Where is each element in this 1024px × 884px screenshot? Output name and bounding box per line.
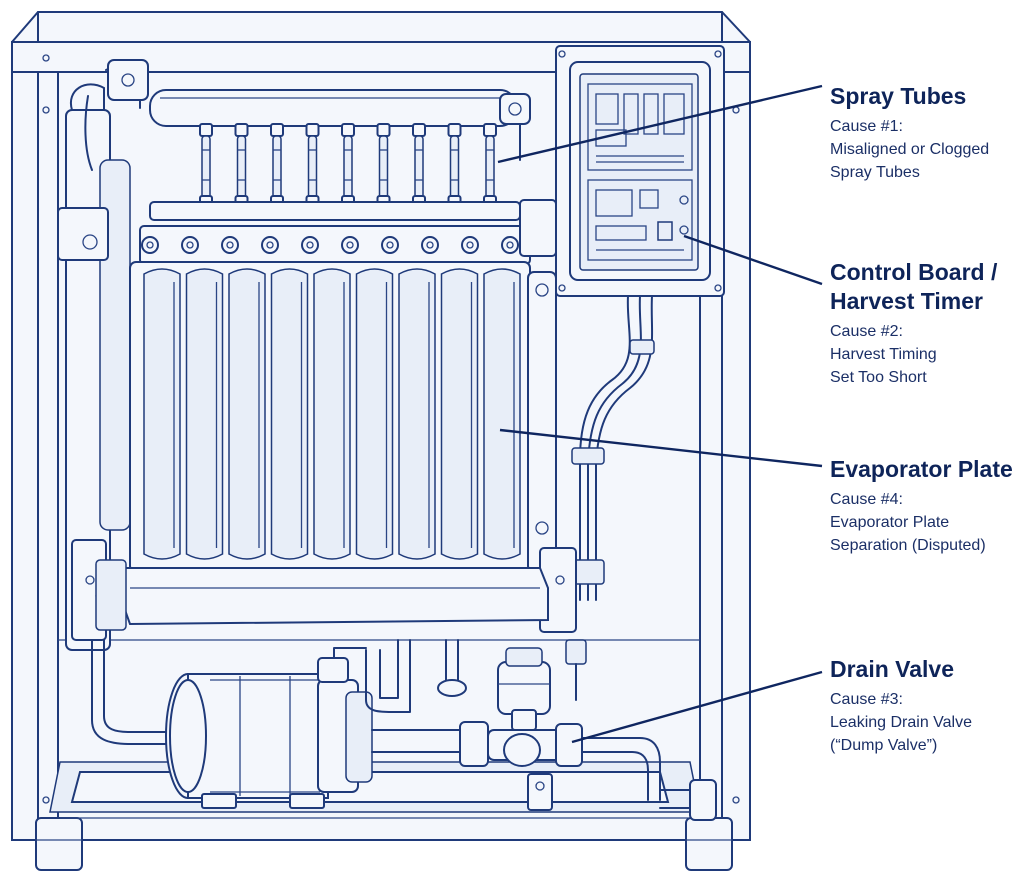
evaporator-cell [143,268,181,560]
cause-number: Cause #2: [830,323,903,340]
manifold-bolt [461,236,479,254]
manifold-bolt [141,236,159,254]
evaporator-bracket [519,199,577,633]
evaporator-cell [185,268,224,560]
spray-nozzle [376,123,391,209]
manifold-bolt [341,236,359,254]
callout-title: Control Board / [830,259,998,285]
cause-number: Cause #4: [830,491,903,508]
callout-title: Drain Valve [830,656,955,682]
leader-drain-valve [571,670,823,744]
manifold-bolt [261,236,279,254]
spray-nozzle [483,123,497,209]
spray-nozzle [199,123,213,209]
cause-description: Evaporator Plate [830,514,950,531]
spray-nozzle [341,123,355,209]
evaporator-cell [228,268,266,560]
callout-title: Spray Tubes [830,83,967,109]
leader-evaporator-plate [499,428,823,468]
control-box [555,45,725,297]
evaporator-cell [398,268,436,560]
manifold-bolt [181,236,199,254]
drain-valve [459,639,661,811]
spray-nozzle [447,123,462,209]
drain-hose [91,639,177,745]
manifold-bolt [501,236,519,254]
evaporator-cell [313,268,351,560]
water-trough [95,559,549,631]
spray-nozzle [234,123,249,209]
wiring-harness [571,295,655,601]
callout-title: Evaporator Plate [830,456,1013,482]
cause-description: Set Too Short [830,369,927,386]
cause-number: Cause #3: [830,691,903,708]
callout-spray-tubes: Spray Tubes Cause #1: Misaligned or Clog… [830,82,989,184]
callout-control-board: Control Board / Harvest Timer Cause #2: … [830,258,997,389]
cause-description: (“Dump Valve”) [830,737,938,754]
cause-description: Misaligned or Clogged [830,141,990,158]
callout-drain-valve: Drain Valve Cause #3: Leaking Drain Valv… [830,655,972,757]
spray-nozzle [270,123,284,209]
cause-number: Cause #1: [830,118,903,135]
manifold-bolt [381,236,399,254]
evaporator-cell [440,268,479,560]
cause-description: Leaking Drain Valve [830,714,973,731]
spray-nozzle [412,123,426,209]
cause-description: Harvest Timing [830,346,937,363]
pump-piping [365,639,467,753]
evaporator-plate [129,261,531,573]
manifold-bolt [421,236,439,254]
spray-nozzle [305,123,320,209]
overflow-fittings [659,779,717,821]
evaporator-cell [483,268,521,560]
leader-control-board [683,234,823,286]
cause-description: Spray Tubes [830,164,920,181]
spray-tubes [139,89,531,265]
evaporator-cell [355,268,394,560]
callout-evaporator-plate: Evaporator Plate Cause #4: Evaporator Pl… [830,455,1013,557]
cause-description: Separation (Disputed) [830,537,986,554]
manifold-bolt [301,236,319,254]
callout-leaders [497,84,823,744]
evaporator-cell [270,268,309,560]
callout-title: Harvest Timer [830,288,983,314]
pump-motor [165,647,373,809]
leader-spray-tubes [497,84,823,164]
manifold-bolt [221,236,239,254]
